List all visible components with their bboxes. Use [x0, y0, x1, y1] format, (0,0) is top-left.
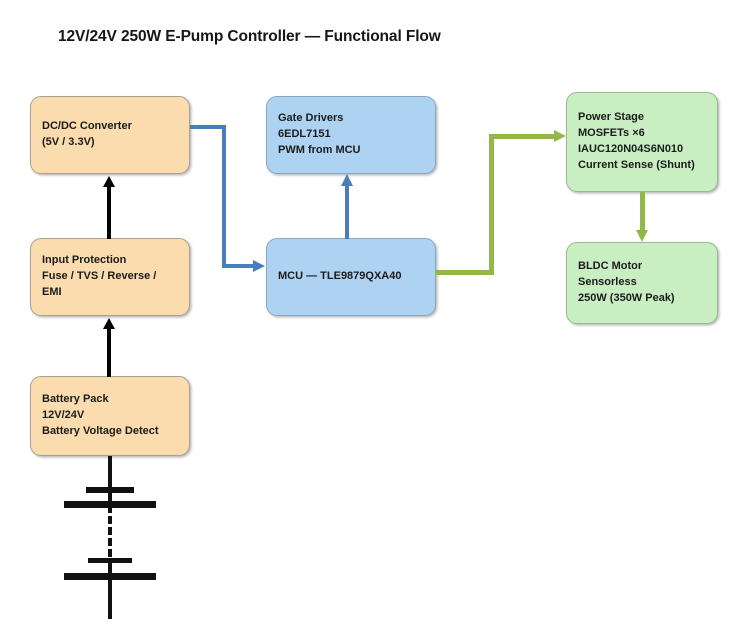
node-mcu[interactable]: MCU — TLE9879QXA40 — [266, 238, 436, 316]
node-input-protection-label: Input Protection Fuse / TVS / Reverse / … — [42, 254, 157, 298]
arrowhead-up-icon — [103, 318, 115, 329]
battery-cell-stack-symbol — [56, 456, 166, 621]
battery-plate-long — [64, 501, 156, 508]
connector-line — [489, 134, 555, 139]
node-bldc-motor[interactable]: BLDC Motor Sensorless 250W (350W Peak) — [566, 242, 718, 324]
battery-plate-long — [64, 573, 156, 580]
arrowhead-up-icon — [103, 176, 115, 187]
node-input-protection[interactable]: Input Protection Fuse / TVS / Reverse / … — [30, 238, 190, 316]
battery-inner-lead — [108, 492, 112, 502]
node-mcu-label: MCU — TLE9879QXA40 — [278, 270, 402, 283]
connector-line — [436, 270, 494, 275]
connector-line — [489, 134, 494, 275]
connector-line — [222, 125, 226, 268]
node-power-stage[interactable]: Power Stage MOSFETs ×6 IAUC120N04S6N010 … — [566, 92, 718, 192]
page-title: 12V/24V 250W E-Pump Controller — Functio… — [58, 28, 441, 45]
battery-plate-short — [88, 558, 132, 563]
node-gate-drivers-label: Gate Drivers 6EDL7151 PWM from MCU — [278, 112, 361, 156]
node-power-stage-label: Power Stage MOSFETs ×6 IAUC120N04S6N010 … — [578, 111, 695, 171]
node-battery-pack[interactable]: Battery Pack 12V/24V Battery Voltage Det… — [30, 376, 190, 456]
connector-line — [107, 185, 111, 239]
node-dcdc-converter[interactable]: DC/DC Converter (5V / 3.3V) — [30, 96, 190, 174]
connector-line — [222, 264, 254, 268]
arrowhead-up-icon — [340, 174, 353, 186]
battery-plate-short — [86, 487, 134, 493]
arrowhead-down-icon — [636, 230, 648, 242]
battery-series-ellipsis — [108, 505, 112, 557]
connector-line — [107, 327, 111, 377]
node-bldc-motor-label: BLDC Motor Sensorless 250W (350W Peak) — [578, 260, 675, 304]
battery-inner-lead — [108, 562, 112, 575]
connector-line — [345, 185, 349, 239]
battery-top-lead — [108, 456, 112, 488]
node-dcdc-converter-label: DC/DC Converter (5V / 3.3V) — [42, 120, 132, 148]
battery-bottom-lead — [108, 579, 112, 619]
arrowhead-right-icon — [554, 130, 566, 142]
connector-line — [640, 192, 645, 232]
connector-line — [190, 125, 226, 129]
arrowhead-right-icon — [253, 259, 265, 272]
node-battery-pack-label: Battery Pack 12V/24V Battery Voltage Det… — [42, 393, 159, 437]
node-gate-drivers[interactable]: Gate Drivers 6EDL7151 PWM from MCU — [266, 96, 436, 174]
